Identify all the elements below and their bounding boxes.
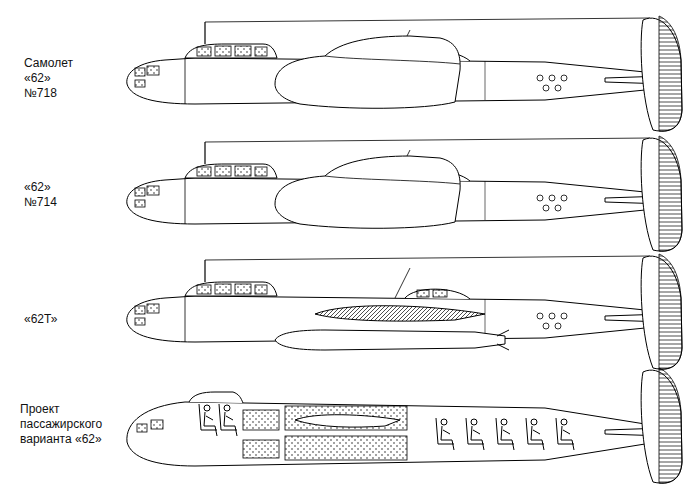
aircraft-714: [127, 136, 682, 251]
nose-window: [151, 420, 163, 429]
cowling-line: [325, 56, 460, 64]
cargo-hold: [243, 410, 279, 430]
aircraft-label: Самолет «62» №718: [24, 56, 73, 101]
fuselage: [127, 256, 665, 342]
passenger-seat: [556, 418, 574, 450]
aircraft-718: [127, 16, 682, 131]
passenger-seat: [436, 418, 454, 450]
torpedo: [275, 330, 505, 350]
wing-root: [315, 306, 485, 321]
tail-fin: [605, 254, 682, 369]
passenger-seat: [496, 418, 514, 450]
wing-section: [295, 415, 400, 427]
aircraft-label: Проект пассажирского варианта «62»: [20, 402, 120, 447]
passenger-seat: [526, 418, 544, 450]
aircraft-62t: [127, 254, 682, 369]
cargo-hold: [285, 436, 407, 460]
passenger-seat: [466, 418, 484, 450]
cargo-hold: [243, 440, 279, 458]
tail-fin: [605, 368, 682, 483]
tail-fin: [605, 16, 682, 131]
cowling-line: [325, 176, 460, 184]
pilot: [219, 404, 237, 436]
cargo-hold: [285, 406, 407, 430]
tail-fin: [605, 136, 682, 251]
engine-nacelle: [275, 36, 460, 108]
aircraft-label: «62Т»: [24, 312, 58, 327]
nose-window: [137, 424, 147, 432]
engine-nacelle: [275, 156, 460, 228]
fuselage: [127, 402, 665, 466]
aircraft-passenger: [127, 368, 682, 483]
torpedo-fins: [497, 330, 509, 350]
aircraft-label: «62» №714: [24, 180, 57, 210]
pilot: [199, 404, 217, 436]
cockpit: [189, 392, 243, 403]
